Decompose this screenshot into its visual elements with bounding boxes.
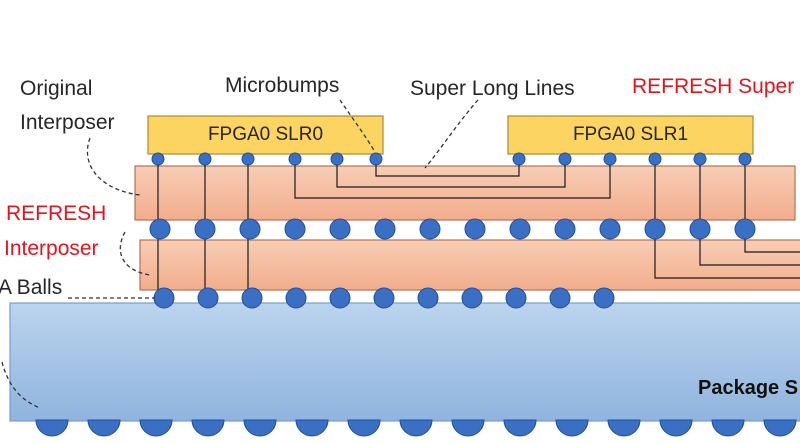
refresh-interposer [139,239,800,291]
interposer-bump [644,218,666,240]
bga-ball [87,419,121,437]
package-ball [241,287,263,309]
interposer-bump [239,218,261,240]
label-super-long-lines: Super Long Lines [410,77,575,100]
microbump [369,152,383,166]
bga-ball [139,419,173,437]
package-ball [329,287,351,309]
package-ball [461,287,483,309]
super-long-line [375,160,520,177]
package-substrate [9,302,800,422]
microbump [198,152,212,166]
interconnect-wires [157,160,800,296]
interposer-bump [599,218,621,240]
bga-ball [659,419,693,437]
interposer-bump [734,218,756,240]
package-ball [373,287,395,309]
bga-ball [243,419,277,437]
interposer-bump [284,218,306,240]
bga-ball [607,419,641,437]
interposer-bump [689,218,711,240]
leader-microbumps [339,99,376,153]
chip-fpga0-slr1 [507,115,754,155]
chip-fpga0-slr0 [147,115,384,155]
bga-ball [399,419,433,437]
bga-ball [555,419,589,437]
bga-ball [763,419,797,437]
microbump [603,152,617,166]
microbump [330,152,344,166]
bump-layer [35,152,797,437]
package-ball [505,287,527,309]
leader-super-long-lines [424,99,479,169]
interposer-bump [509,218,531,240]
label-refresh-super: REFRESH Super [632,75,795,98]
label-original-interposer-2: Interposer [20,111,115,134]
label-refresh-interposer-1: REFRESH [6,202,107,225]
label-original-interposer-1: Original [20,77,93,100]
leader-package [1,361,41,409]
label-package-substrate: Package S [698,377,799,399]
interposer-bump [194,218,216,240]
interposer-bump [149,218,171,240]
interposer-bump [329,218,351,240]
package-ball [593,287,615,309]
chip-slr1-label: FPGA0 SLR1 [572,124,689,145]
interposer-bump [464,218,486,240]
bga-ball [295,419,329,437]
bga-ball [503,419,537,437]
package-ball [549,287,571,309]
interposer-bump [554,218,576,240]
microbump [738,152,752,166]
package-ball [417,287,439,309]
microbump [558,152,572,166]
microbump [648,152,662,166]
package-ball [197,287,219,309]
super-long-line [336,160,566,188]
original-interposer [134,165,796,221]
chip-slr0-label: FPGA0 SLR0 [207,124,324,145]
label-bga-balls: A Balls [0,276,63,299]
refresh-super-line [654,228,800,279]
bga-ball [347,419,381,437]
bga-ball [451,419,485,437]
bga-ball [35,419,69,437]
leader-original-interposer [86,137,141,196]
microbump [512,152,526,166]
refresh-super-line [699,228,800,266]
interposer-bump [374,218,396,240]
package-ball [153,287,175,309]
label-microbumps: Microbumps [225,74,340,97]
microbump [151,152,165,166]
microbump [288,152,302,166]
bga-ball [711,419,745,437]
super-long-line [294,160,611,199]
label-refresh-interposer-2: Interposer [4,237,99,260]
microbump [693,152,707,166]
microbump [241,152,255,166]
interposer-bump [419,218,441,240]
bga-ball [191,419,225,437]
package-ball [285,287,307,309]
